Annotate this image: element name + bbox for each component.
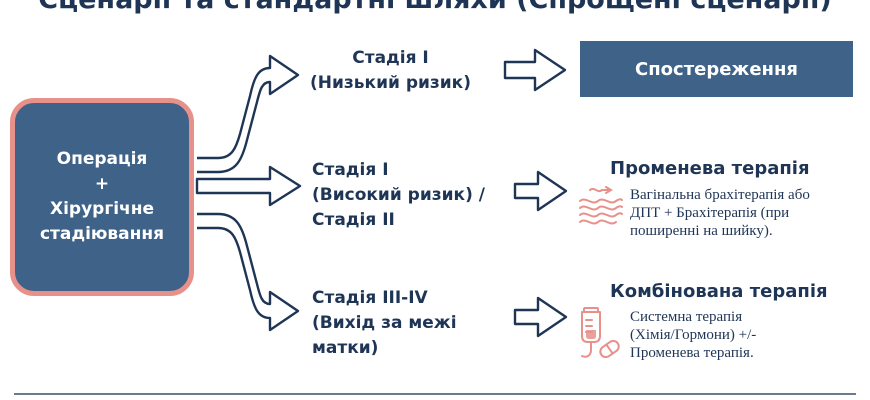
combined-therapy-title: Комбінована терапія (610, 281, 828, 302)
stage-low-risk-line-1: Стадія I (352, 48, 429, 68)
start-line-3: Хірургічне (49, 199, 154, 219)
radiation-desc-line-1: Вагінальна брахітерапія або (630, 187, 810, 203)
start-line-2: + (94, 174, 110, 194)
stage-advanced-line-2: (Вихід за межі (312, 313, 457, 333)
radiation-waves-icon (579, 186, 623, 225)
start-box: Операція + Хірургічне стадіювання (10, 98, 194, 296)
branch-arrow-top (197, 54, 300, 174)
arrow-to-combined (513, 296, 568, 338)
stage-low-risk: Стадія I (Низький ризик) (310, 46, 471, 96)
arrow-to-radiation (513, 170, 568, 212)
combined-desc-line-1: Системна терапія (630, 309, 743, 325)
branch-arrow-bottom (197, 212, 300, 332)
stage-high-risk-line-1: Стадія I (312, 160, 389, 180)
stage-advanced-line-1: Стадія III-IV (312, 288, 428, 308)
radiation-therapy-title: Променева терапія (610, 158, 810, 179)
page-title: Сценарії та стандартні шляхи (Спрощені с… (0, 0, 870, 15)
iv-drip-pill-icon (581, 307, 620, 359)
observation-box: Спостереження (580, 41, 853, 97)
radiation-therapy-description: Вагінальна брахітерапія або ДПТ + Брахіт… (630, 186, 810, 240)
stage-advanced-line-3: матки) (312, 338, 379, 358)
radiation-desc-line-3: поширенні на шийку). (630, 223, 773, 239)
radiation-desc-line-2: ДПТ + Брахітерапія (при (630, 205, 790, 221)
combined-desc-line-2: (Хімія/Гормони) +/- (630, 327, 757, 343)
start-line-4: стадіювання (39, 224, 165, 244)
combined-therapy-description: Системна терапія (Хімія/Гормони) +/- Про… (630, 308, 756, 362)
bottom-divider (14, 393, 856, 395)
combined-desc-line-3: Променева терапія. (630, 345, 754, 361)
stage-high-risk-line-3: Стадія II (312, 210, 395, 230)
branch-arrow-middle (195, 165, 302, 207)
stage-low-risk-line-2: (Низький ризик) (310, 73, 471, 93)
arrow-to-observation (503, 48, 567, 92)
stage-advanced: Стадія III-IV (Вихід за межі матки) (312, 286, 457, 361)
start-line-1: Операція (56, 149, 148, 169)
stage-high-risk-line-2: (Високий ризик) / (312, 185, 485, 205)
stage-high-risk: Стадія I (Високий ризик) / Стадія II (312, 158, 485, 233)
